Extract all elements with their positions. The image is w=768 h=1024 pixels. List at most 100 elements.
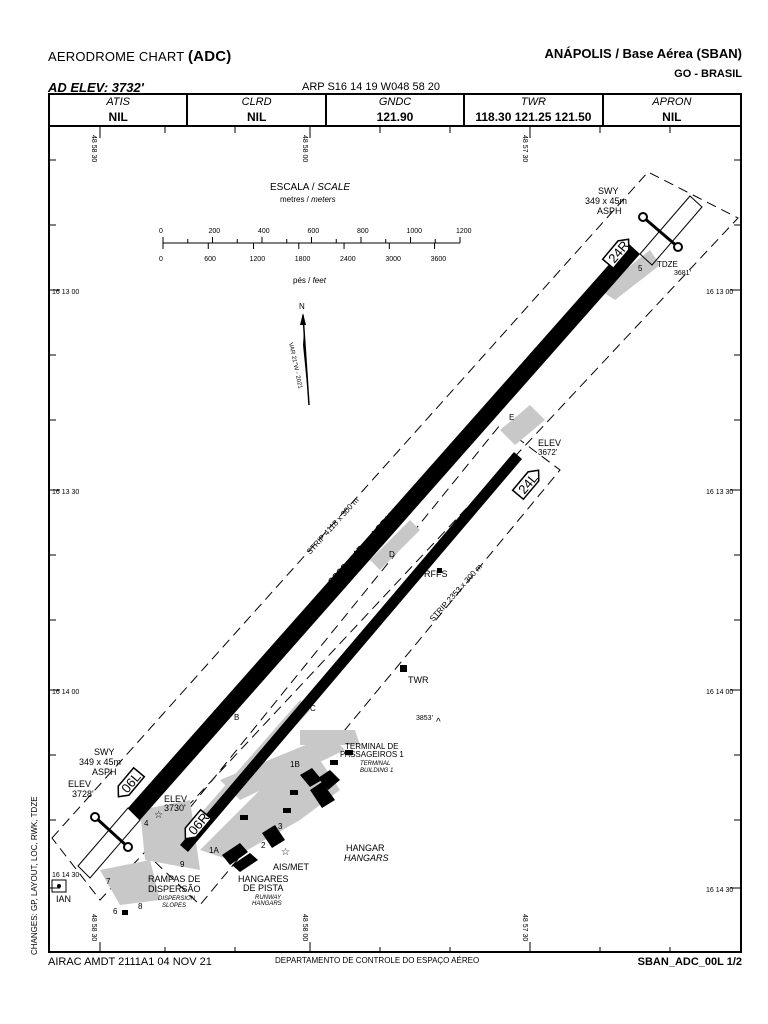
twy-label: B [234,713,239,722]
grid-ticks [48,127,742,953]
elev-06r-label: ELEV [164,794,187,804]
elev-06r-value: 3730' [164,803,186,813]
twy-label: 1B [290,760,300,769]
star-icon: ☆ [154,810,163,821]
lat-label: 16 14 00 [52,689,79,696]
arp-coordinates: ARP S16 14 19 W048 58 20 [302,81,441,93]
elev-06l-label: ELEV [68,779,91,789]
lat-label: 16 13 00 [52,289,79,296]
map-frame [48,127,742,953]
swy-ne-label: SWY [598,186,619,196]
runway-hangars-label-en: RUNWAY [255,895,282,901]
ian-icon [51,879,67,893]
grid-labels: 48 58 30 48 58 00 48 57 30 48 58 30 48 5… [52,135,733,941]
lon-label: 48 58 30 [90,914,97,941]
runway-main-strip: STRIP 4118 x 300 m [305,495,361,556]
aerodrome-elevation: AD ELEV: 3732' [48,80,144,95]
scale-metres-label: 400 [258,228,270,235]
freq-gndc: GNDC 121.90 [327,95,466,125]
swy-sw-label: SWY [94,747,115,757]
twy-label: 9 [180,860,185,869]
magnetic-variation: VAR 21°W - 2021 [287,342,303,390]
runway-secondary [180,452,522,852]
scale-feet-label: 1200 [250,256,266,263]
freq-atis: ATIS NIL [50,95,189,125]
elev-06l-value: 3728' [72,789,94,799]
twy-label: E [509,413,514,422]
scale-units-feet: pés / feet [293,276,327,285]
star-icon: ☆ [281,847,290,858]
dispersion-label: DISPERSÃO [148,884,201,894]
swy-sw-surface: ASPH [92,767,117,777]
hangar-label: HANGAR [346,843,385,853]
scale-feet-label: 1800 [295,256,311,263]
dispersion-label-en: SLOPES [162,903,186,909]
aismet-label: AIS/MET [273,862,310,872]
scale-feet-label: 0 [159,256,163,263]
scale-title: ESCALA / SCALE [270,182,350,193]
scale-metres-label: 200 [209,228,221,235]
aerodrome-name: ANÁPOLIS / Base Aérea (SBAN) [544,46,742,61]
twr-label: TWR [408,675,429,685]
lon-label: 48 58 30 [90,135,97,162]
lat-label: 16 14 30 [706,887,733,894]
terminal-label: PASSAGEIROS 1 [340,750,404,759]
freq-value: 121.90 [376,110,414,124]
chart-type-code: (ADC) [187,48,232,65]
terminal-label-en: BUILDING 1 [360,768,393,774]
twy-label: 4 [144,819,149,828]
elev-24l-value: 3672' [538,448,558,457]
freq-twr: TWR 118.30 121.25 121.50 [465,95,604,125]
chart-type-prefix: AERODROME CHART [48,49,185,64]
freq-name: ATIS [106,96,131,108]
approach-lights [90,212,683,852]
scale-feet-label: 3600 [431,256,447,263]
north-label: N [299,302,305,311]
scale-metres-label: 600 [308,228,320,235]
frequency-table: ATIS NIL CLRD NIL GNDC 121.90 TWR 118.30… [48,93,742,127]
ian-label: IAN [56,894,71,904]
footer-amendment: AIRAC AMDT 2111A1 04 NOV 21 [48,956,212,968]
dispersion-label-en: DISPERSION [158,896,196,902]
aerodrome-region: GO - BRASIL [674,68,742,80]
freq-value: 118.30 121.25 121.50 [475,110,592,124]
twy-label: B [251,764,256,773]
obstacle-height: 3853' [416,715,433,722]
terminal-label-en: TERMINAL [360,761,390,767]
north-arrow: N VAR 21°W - 2021 [287,302,310,406]
scale-bar: ESCALA / SCALE metres / meters 0 200 400 60… [159,182,472,285]
scale-units-metres: metres / meters [280,195,336,204]
changes-note: CHANGES: GP, LAYOUT, LOC, RWK, TDZE [30,796,39,955]
swy-sw-dims: 349 x 45m [79,757,121,767]
freq-clrd: CLRD NIL [188,95,327,125]
lon-label: 48 57 30 [521,914,528,941]
runway-strips [51,171,739,906]
freq-name: APRON [652,96,692,108]
rffs-label: RFFS [424,569,448,579]
twy-label: 1A [209,846,219,855]
freq-value: NIL [662,110,682,124]
tdze-value: 3681' [674,270,691,277]
twr-building [400,665,407,672]
twy-label: 8 [138,902,143,911]
runway-hangars-label: HANGARES [238,874,289,884]
runway-main [128,243,640,820]
scale-metres-label: 1200 [456,228,472,235]
freq-value: NIL [246,110,267,124]
map-labels: SWY 349 x 45m ASPH TDZE 3681' ELEV 3672'… [56,186,691,916]
twy-label: 2 [261,841,266,850]
runways [77,195,703,879]
hangar-label-en: HANGARS [344,853,389,863]
rffs-building [437,568,442,573]
freq-name: GNDC [378,96,412,108]
elev-24l-label: ELEV [538,438,561,448]
terminal-label: TERMINAL DE [345,742,399,751]
runway-hangars-label-en: HANGARS [252,901,282,907]
scale-metres-label: 800 [357,228,369,235]
scale-feet-label: 600 [204,256,216,263]
lat-label: 16 14 30 [52,872,79,879]
swy-ne-surface: ASPH [597,206,622,216]
footer-chart-code: SBAN_ADC_00L 1/2 [637,956,742,968]
twy-label: 7 [106,877,111,886]
freq-value: NIL [108,110,128,124]
